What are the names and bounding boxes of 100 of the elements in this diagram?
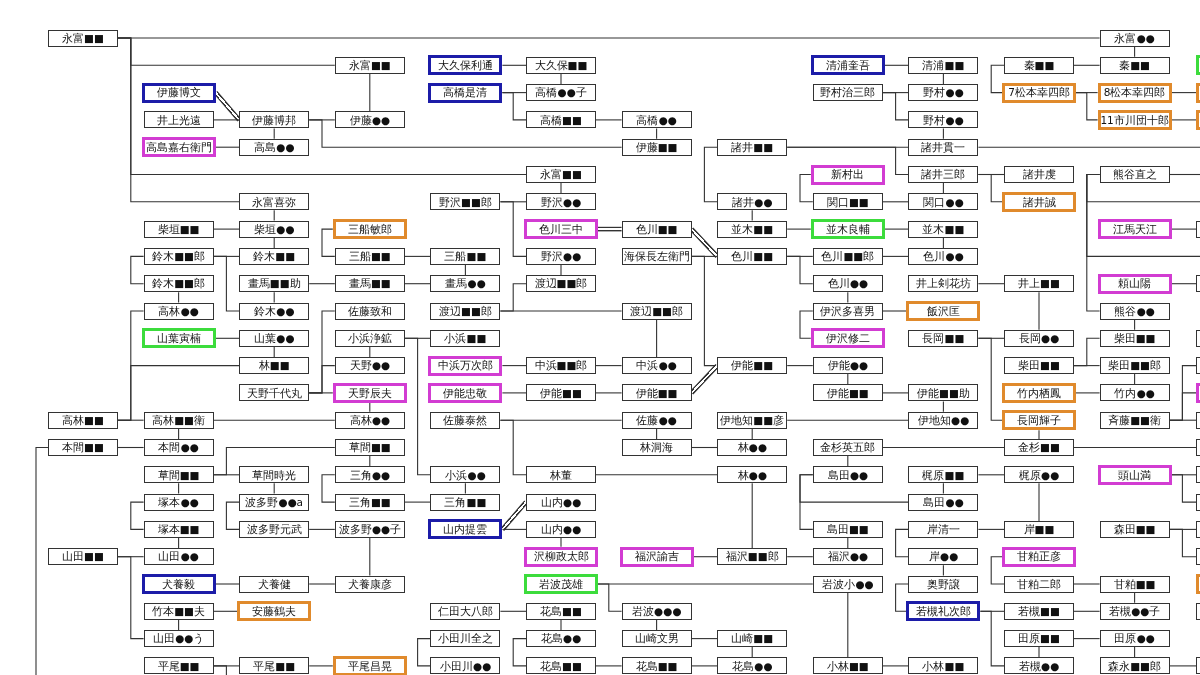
connector-line <box>369 537 371 577</box>
person-box <box>717 247 788 265</box>
person-name: 渡辺■■郎 <box>438 305 492 317</box>
person-box <box>812 466 883 484</box>
person-name: 大久保利通 <box>437 60 493 71</box>
connector-line <box>1171 119 1197 121</box>
connector-line <box>117 37 240 203</box>
person-box <box>1099 166 1170 183</box>
person-name: 山葉寅楠 <box>156 333 201 344</box>
person-box <box>334 357 405 375</box>
connector-line <box>942 73 944 85</box>
connector-line <box>1038 429 1040 440</box>
person-box <box>334 411 405 429</box>
person-name: 頭山満 <box>1118 469 1152 481</box>
person-name: 高林●● <box>158 305 199 317</box>
connector-line <box>213 446 336 476</box>
person-box <box>717 193 788 211</box>
person-box <box>717 357 788 375</box>
person-box <box>430 193 501 211</box>
person-box <box>526 84 596 102</box>
person-name: 大久保■■ <box>534 60 588 71</box>
person-name: 奥野譲 <box>926 578 960 590</box>
person-name: 色川■■ <box>635 223 678 235</box>
person-box <box>908 166 979 183</box>
person-name: 平尾■■ <box>253 660 296 672</box>
person-name: 諸井■■ <box>731 141 774 153</box>
person-name: 諸井●● <box>732 196 773 208</box>
person-name: 岸■■ <box>1023 524 1055 535</box>
connector-line <box>1169 173 1200 176</box>
person-name: 柴垣■■ <box>157 223 200 235</box>
connector-line <box>499 201 527 257</box>
person-box <box>908 657 979 675</box>
cropped-person-box <box>1196 657 1200 675</box>
person-name: 福沢●● <box>827 551 868 562</box>
person-box <box>334 439 405 456</box>
person-name: 花島■■ <box>635 660 678 672</box>
person-name: 小田川全之 <box>437 633 493 644</box>
connector-line <box>1086 173 1101 312</box>
connector-line <box>178 291 180 304</box>
connector-line <box>691 665 718 667</box>
connector-line <box>178 428 180 440</box>
person-name: 福沢諭吉 <box>634 551 679 562</box>
connector-line <box>499 419 527 476</box>
connector-line <box>273 237 275 249</box>
person-box <box>332 655 407 675</box>
connector-line <box>213 119 240 121</box>
person-name: 山葉●● <box>254 333 295 344</box>
connector-line <box>882 92 909 121</box>
person-name: 諸井貫一 <box>921 141 966 153</box>
person-box <box>526 166 596 183</box>
connector-line <box>751 482 753 549</box>
person-name: 林●● <box>737 469 767 481</box>
person-name: 高橋●●子 <box>535 87 587 98</box>
connector-line <box>882 665 909 667</box>
person-box <box>812 247 883 265</box>
person-name: 野沢■■郎 <box>438 196 492 208</box>
person-box <box>908 247 979 265</box>
connector-line <box>977 474 1005 476</box>
connector-line <box>117 446 145 449</box>
connector-line <box>942 182 944 194</box>
connector-line <box>882 310 907 312</box>
person-name: 並木■■ <box>922 223 965 235</box>
person-name: 伊能■■助 <box>916 387 970 399</box>
connector-line <box>225 501 240 530</box>
person-box <box>1099 630 1170 648</box>
person-box <box>621 411 692 429</box>
person-box <box>526 520 596 538</box>
person-box <box>526 275 596 293</box>
person-name: 諸井誠 <box>1022 196 1056 208</box>
cropped-person-box <box>1196 82 1200 103</box>
person-box <box>621 602 692 620</box>
connector-line <box>799 310 814 339</box>
person-box <box>143 466 214 484</box>
person-box <box>908 493 979 511</box>
person-box <box>621 384 692 402</box>
person-name: 安藤鶴夫 <box>252 606 297 617</box>
person-name: 柴田■■郎 <box>1108 360 1161 371</box>
connector-line <box>977 283 1005 285</box>
person-name: 波多野●●a <box>245 496 304 508</box>
connector-line <box>404 283 431 285</box>
person-box <box>430 466 501 484</box>
connector-line <box>404 337 431 476</box>
connector-line <box>501 92 527 121</box>
person-box <box>1004 602 1074 620</box>
person-name: 関口●● <box>923 196 964 208</box>
person-name: 永富喜弥 <box>252 196 297 208</box>
person-box <box>239 520 310 538</box>
person-box <box>812 384 883 402</box>
person-name: 花島●● <box>732 660 773 672</box>
person-name: 伊能■■ <box>826 387 869 399</box>
connector-line <box>501 392 527 394</box>
connector-line <box>1171 474 1197 503</box>
person-name: 波多野●●子 <box>338 524 401 535</box>
connector-line <box>595 119 623 121</box>
connector-line <box>977 146 1200 148</box>
person-box <box>621 138 692 156</box>
person-name: 永富■■ <box>540 169 582 180</box>
person-name: 柴田■■ <box>1113 333 1156 344</box>
connector-line <box>1073 446 1197 449</box>
person-box <box>1097 219 1172 240</box>
